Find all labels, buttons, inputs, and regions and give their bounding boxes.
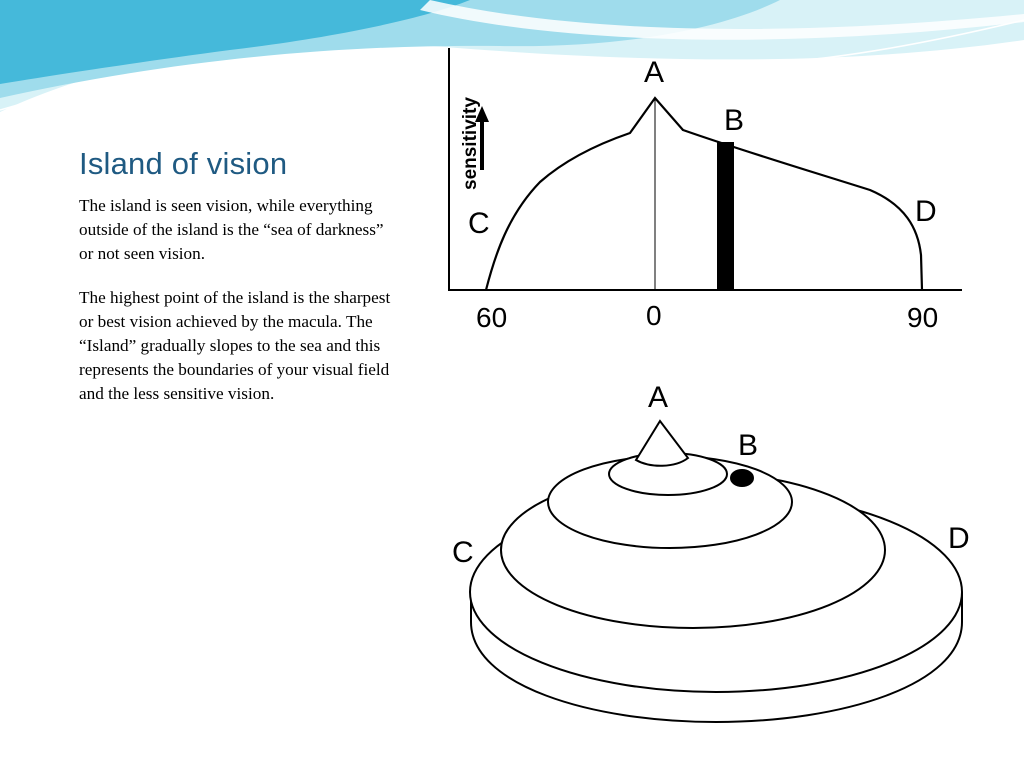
sensitivity-curve	[484, 96, 924, 291]
paragraph-macula: The highest point of the island is the s…	[79, 287, 391, 404]
island-point-c: C	[452, 536, 474, 569]
graph-point-a: A	[644, 56, 664, 89]
island-illustration	[469, 419, 963, 724]
wave-white-streak	[420, 0, 1024, 40]
y-axis-label: sensitivity	[460, 97, 481, 190]
island-point-a: A	[648, 381, 668, 414]
wave-line	[0, 19, 1024, 111]
slide-body: The island is seen vision, while everyth…	[79, 194, 397, 426]
sensitivity-arrow	[475, 106, 489, 170]
island-point-b: B	[738, 429, 758, 462]
x-tick-center: 0	[646, 300, 662, 331]
graph-point-d: D	[915, 195, 937, 228]
blind-spot-bar	[717, 142, 734, 290]
island-point-d: D	[948, 522, 970, 555]
island-blind-spot	[730, 469, 754, 487]
sensitivity-graph: sensitivity A B C D 60 0 90	[448, 48, 962, 333]
graph-point-b: B	[724, 104, 744, 137]
graph-point-c: C	[468, 207, 490, 240]
wave-dark-band	[0, 0, 470, 84]
x-tick-left: 60	[476, 302, 507, 333]
x-tick-right: 90	[907, 302, 938, 333]
slide-title: Island of vision	[79, 146, 288, 181]
island-labels: A B C D	[452, 381, 970, 569]
header-wave	[0, 0, 1024, 112]
island-peak	[634, 419, 690, 467]
paragraph-definition: The island is seen vision, while everyth…	[79, 196, 384, 264]
